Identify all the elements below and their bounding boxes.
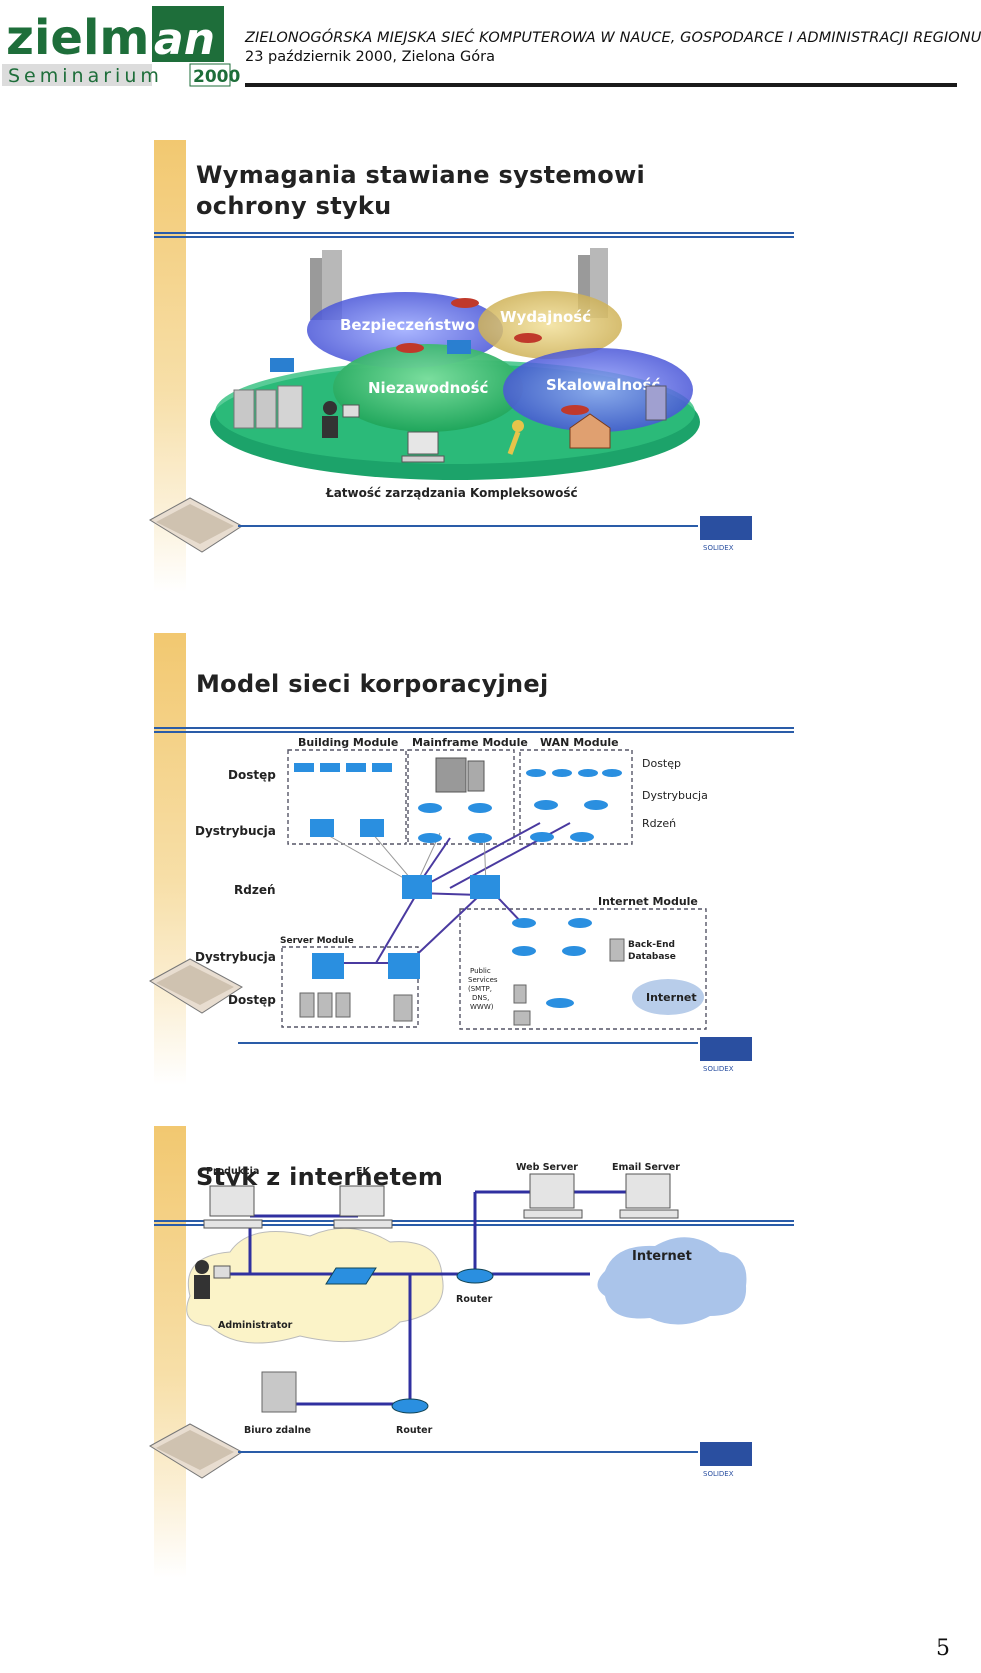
router-icon — [391, 1268, 494, 1414]
header-rule — [245, 83, 957, 87]
module-label-wan: WAN Module — [540, 736, 619, 749]
slide-sidebar — [154, 1126, 186, 1578]
slide-title: Wymagania stawiane systemowi ochrony sty… — [196, 160, 645, 222]
backend-label-1: Back-End — [628, 940, 675, 950]
layer-label-access: Dostęp — [228, 768, 276, 782]
bubble-performance-label: Wydajność — [500, 308, 591, 326]
label-router-1: Router — [456, 1294, 493, 1305]
router-icon — [270, 298, 589, 415]
public-services-4: DNS, — [472, 994, 489, 1002]
internet-module-box — [459, 908, 707, 1030]
slide-title-rule — [154, 727, 794, 733]
zielman-logo: zielm an Seminarium 2000 — [2, 2, 240, 88]
chip-logo-icon — [149, 1423, 243, 1479]
label-biuro: Biuro zdalne — [244, 1425, 311, 1436]
internet-cloud-icon — [632, 979, 704, 1015]
brand-label: SOLIDEX — [703, 544, 734, 552]
remote-office-icon — [261, 1371, 297, 1413]
header-date: 23 październik 2000, Zielona Góra — [245, 49, 495, 65]
header-title: ZIELONOGÓRSKA MIEJSKA SIEĆ KOMPUTEROWA W… — [245, 30, 981, 46]
internet-label: Internet — [646, 991, 697, 1004]
layer-label-distribution-2: Dystrybucja — [195, 950, 276, 964]
module-label-mainframe: Mainframe Module — [412, 736, 528, 749]
server-icon — [299, 938, 625, 1026]
logo-sub-text: Seminarium — [8, 65, 163, 87]
page-number: 5 — [936, 1636, 950, 1661]
backend-label-2: Database — [628, 952, 676, 962]
layer-label-access-2: Dostęp — [228, 993, 276, 1007]
bubble-performance — [478, 291, 622, 359]
mainframe-module-box — [407, 749, 515, 845]
right-label-access: Dostęp — [642, 757, 681, 770]
slide-title: Model sieci korporacyjnej — [196, 670, 549, 698]
slide-sidebar — [154, 633, 186, 1085]
right-label-distribution: Dystrybucja — [642, 789, 708, 802]
module-label-internet: Internet Module — [598, 895, 698, 908]
switch-icon — [294, 763, 500, 979]
public-services-3: (SMTP, — [468, 985, 492, 993]
requirements-diagram: Bezpieczeństwo Wydajność Niezawodność Sk… — [149, 248, 752, 553]
label-router-2: Router — [396, 1425, 433, 1436]
logo-year-text: 2000 — [193, 67, 240, 87]
switch-icon — [325, 1267, 377, 1285]
logo-an-text: an — [154, 14, 215, 65]
brand-label: SOLIDEX — [703, 1470, 734, 1478]
mainframe-icon — [435, 757, 485, 793]
module-label-server: Server Module — [280, 936, 354, 946]
internet-cloud-icon — [597, 1237, 747, 1325]
module-label-building: Building Module — [298, 736, 398, 749]
slide-title-line2: ochrony styku — [196, 192, 392, 220]
layer-label-distribution: Dystrybucja — [195, 824, 276, 838]
label-administrator: Administrator — [218, 1320, 293, 1331]
bubble-scalability-label: Skalowalność — [546, 376, 660, 394]
solidex-logo-icon: SOLIDEX — [700, 516, 752, 552]
label-email-server: Email Server — [612, 1162, 680, 1173]
bubble-security-label: Bezpieczeństwo — [340, 316, 475, 334]
public-services-1: Public — [470, 967, 491, 975]
public-services-5: WWW) — [470, 1003, 494, 1011]
right-label-core: Rdzeń — [642, 817, 676, 830]
user-workstation-icon — [322, 401, 611, 463]
wan-module-box — [519, 749, 633, 845]
label-fk: FK — [356, 1166, 370, 1177]
bubble-reliability — [333, 344, 523, 432]
administrator-icon — [194, 1260, 231, 1299]
brand-label: SOLIDEX — [703, 1065, 734, 1073]
diagram-caption: Łatwość zarządzania Kompleksowość — [325, 486, 578, 500]
slide-requirements: Wymagania stawiane systemowi ochrony sty… — [149, 140, 798, 600]
slide-internet-edge: Styk z internetem — [149, 1126, 798, 1586]
slide-title-line1: Wymagania stawiane systemowi — [196, 161, 646, 189]
solidex-logo-icon: SOLIDEX — [700, 1442, 752, 1478]
logo-main-text: zielm — [6, 10, 149, 66]
label-produkcja: Produkcja — [206, 1166, 259, 1177]
server-rack-icon — [233, 385, 667, 429]
layer-label-core: Rdzeń — [234, 883, 276, 897]
public-services-2: Services — [468, 976, 498, 984]
label-web-server: Web Server — [516, 1162, 578, 1173]
bubble-reliability-label: Niezawodność — [368, 379, 489, 397]
label-internet: Internet — [632, 1249, 692, 1264]
building-module-box — [287, 749, 407, 845]
chip-logo-icon — [149, 497, 243, 553]
solidex-logo-icon: SOLIDEX — [700, 1037, 752, 1073]
slide-corporate-network: Model sieci korporacyjnej Building Modul… — [149, 633, 798, 1093]
pc-icon — [203, 1173, 679, 1229]
server-module-box — [281, 946, 419, 1028]
header-text: ZIELONOGÓRSKA MIEJSKA SIEĆ KOMPUTEROWA W… — [245, 30, 981, 65]
router-icon — [418, 769, 622, 1008]
chip-logo-icon — [149, 958, 243, 1014]
corporate-network-diagram: Building Module Mainframe Module WAN Mod… — [149, 736, 752, 1073]
slide-title-rule — [154, 232, 794, 238]
internet-edge-diagram: Produkcja FK Web Server Email Server Rou… — [149, 1162, 752, 1479]
